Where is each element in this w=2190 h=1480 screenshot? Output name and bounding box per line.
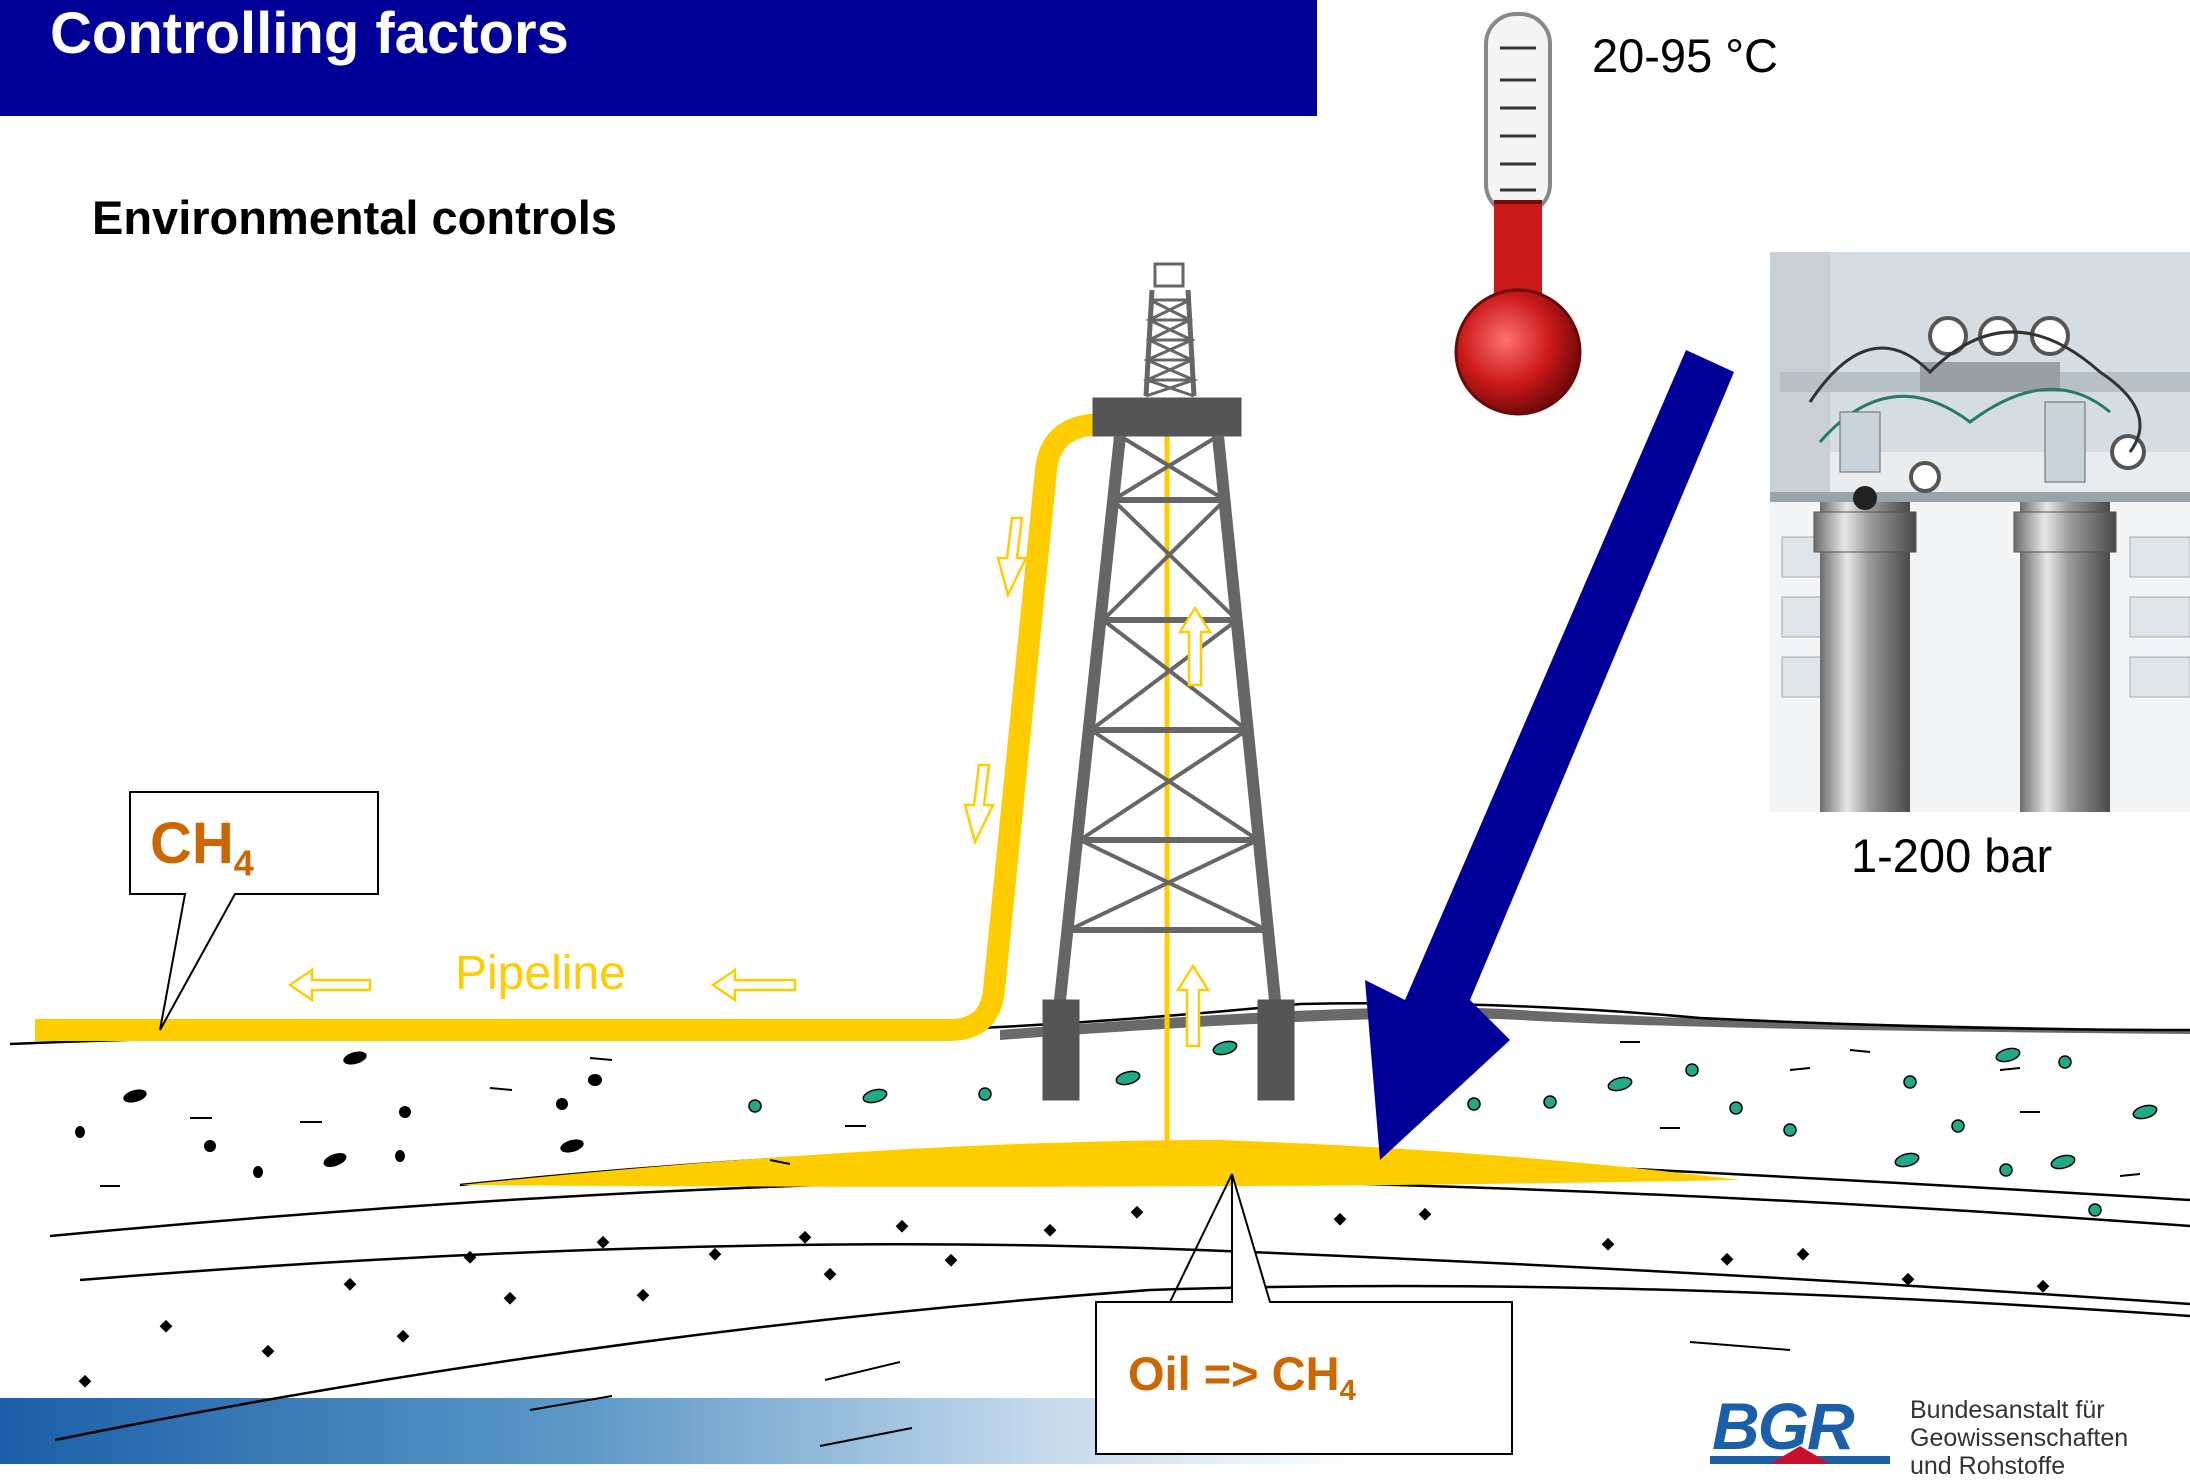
callout-oil-text: Oil => CH4 [1128,1347,1356,1408]
lower-grains [78,1205,2050,1388]
pipeline-label: Pipeline [455,947,626,1000]
layer-line-4 [54,1284,2190,1442]
ground-hump [1000,1007,2190,1040]
bgr-name-line-3: und Rohstoffe [1910,1452,2066,1480]
bgr-logo [1710,1446,1890,1464]
pressure-arrow-icon [1365,350,1734,1160]
section-heading: Environmental controls [92,191,617,244]
bgr-name-line-1: Bundesanstalt für [1910,1396,2105,1424]
slide-title: Controlling factors [50,1,569,66]
bgr-name-line-2: Geowissenschaften [1910,1424,2129,1452]
callout-ch4 [129,791,379,1031]
temperature-label: 20-95 °C [1592,29,1779,82]
green-grains [748,1040,2158,1217]
pressure-vessel-photo [1770,252,2190,812]
oil-reservoir [460,1140,1740,1187]
pipeline [35,414,1110,1041]
black-grains [75,1051,602,1178]
pressure-label: 1-200 bar [1851,829,2053,882]
callout-ch4-text: CH4 [150,811,254,884]
drilling-rig-icon [1042,262,1295,1101]
title-bar [0,0,1317,116]
flow-arrows [287,516,1213,1048]
layer-line-3 [79,1243,2190,1306]
thermometer-icon [1454,12,1582,416]
bgr-name: Bundesanstalt für Geowissenschaften und … [1910,1396,2128,1480]
bgr-logo-text: BGR [1712,1389,1855,1463]
callout-oil [1095,1173,1513,1455]
layer-line-2 [49,1178,2190,1238]
lowest-marks [529,1341,1791,1447]
sediment-marks [100,1041,2141,1187]
